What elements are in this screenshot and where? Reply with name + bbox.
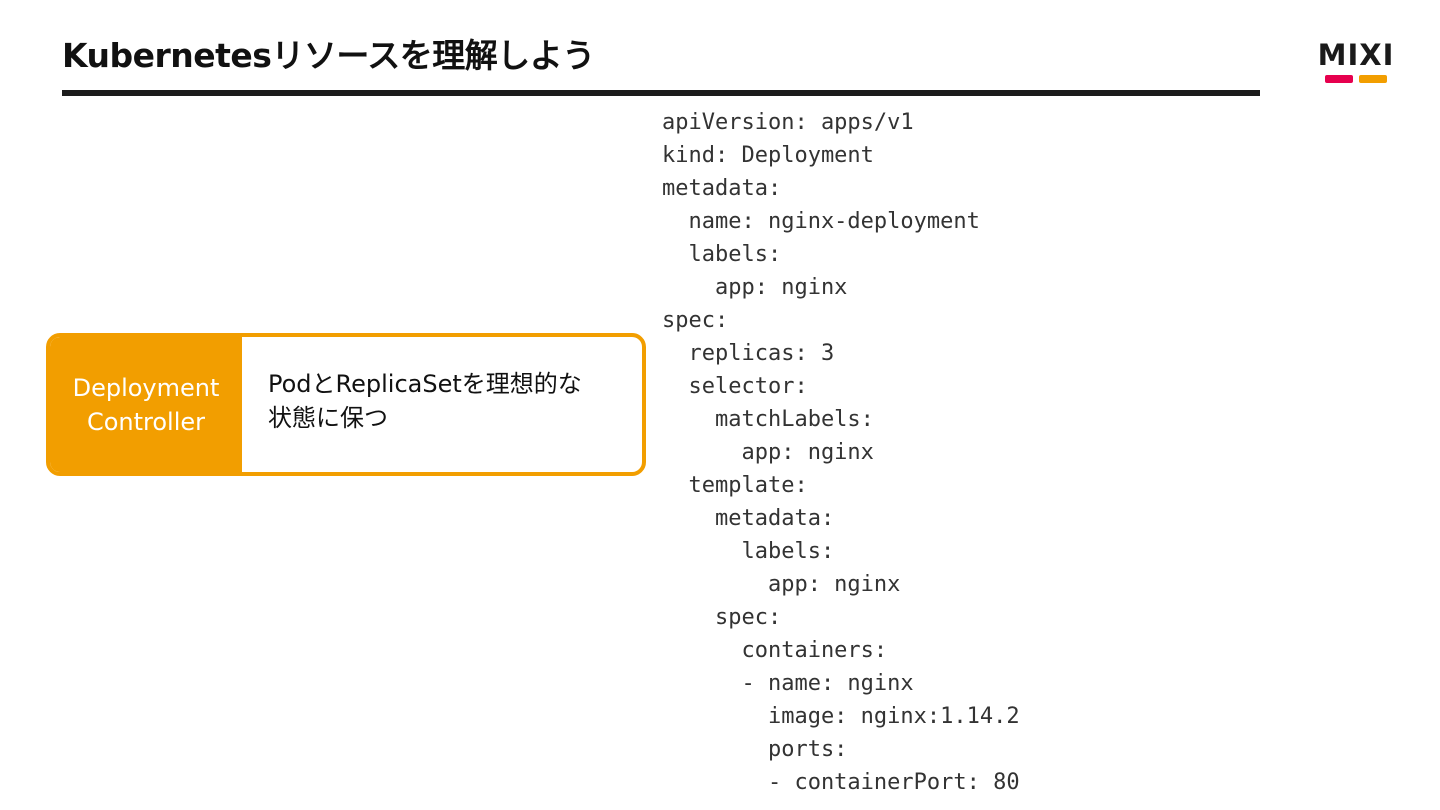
- yaml-line: app: nginx: [662, 440, 874, 465]
- yaml-line: kind: Deployment: [662, 143, 874, 168]
- yaml-line: image: nginx:1.14.2: [662, 704, 1020, 729]
- logo-bar-orange: [1359, 75, 1387, 83]
- card-label-line2: Controller: [86, 407, 206, 436]
- yaml-line: metadata:: [662, 176, 782, 201]
- yaml-line: - name: nginx: [662, 671, 914, 696]
- yaml-line: labels:: [662, 242, 782, 267]
- yaml-code-block: apiVersion: apps/v1 kind: Deployment metad…: [662, 106, 1020, 799]
- card-label: Deployment Controller: [50, 337, 242, 472]
- card-description-line1: PodとReplicaSetを理想的な: [268, 370, 582, 398]
- yaml-line: app: nginx: [662, 275, 848, 300]
- card-label-line1: Deployment: [72, 373, 220, 402]
- yaml-line: apiVersion: apps/v1: [662, 110, 914, 135]
- mixi-logo: MIXI: [1309, 40, 1403, 86]
- yaml-line: replicas: 3: [662, 341, 835, 366]
- yaml-line: spec:: [662, 605, 782, 630]
- yaml-line: ports:: [662, 737, 848, 762]
- yaml-line: - containerPort: 80: [662, 770, 1020, 795]
- logo-bar-magenta: [1325, 75, 1353, 83]
- yaml-line: name: nginx-deployment: [662, 209, 980, 234]
- yaml-line: matchLabels:: [662, 407, 874, 432]
- yaml-line: labels:: [662, 539, 835, 564]
- yaml-line: app: nginx: [662, 572, 901, 597]
- card-description: PodとReplicaSetを理想的な 状態に保つ: [242, 337, 642, 472]
- card-description-line2: 状態に保つ: [268, 404, 388, 432]
- yaml-line: containers:: [662, 638, 888, 663]
- yaml-line: metadata:: [662, 506, 835, 531]
- slide-title: Kubernetesリソースを理解しよう: [62, 36, 595, 75]
- deployment-controller-card: Deployment Controller PodとReplicaSetを理想的…: [46, 333, 646, 476]
- yaml-line: template:: [662, 473, 808, 498]
- yaml-line: spec:: [662, 308, 729, 333]
- logo-text: MIXI: [1317, 38, 1395, 72]
- title-divider: [62, 90, 1260, 96]
- yaml-line: selector:: [662, 374, 808, 399]
